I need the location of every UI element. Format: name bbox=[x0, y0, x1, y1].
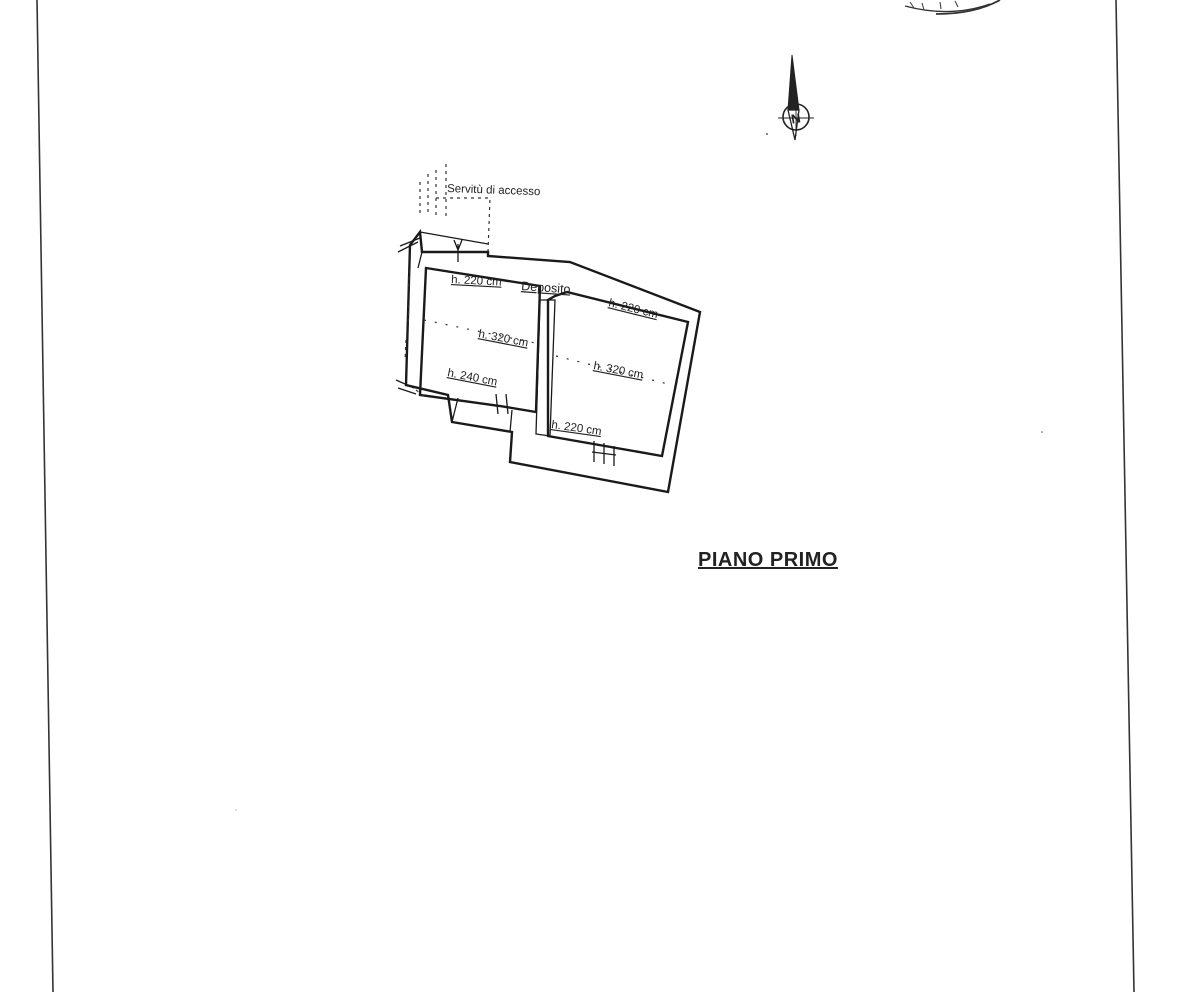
easement-area: Servitù di accesso bbox=[419, 164, 541, 253]
easement-note: Servitù di accesso bbox=[447, 183, 541, 198]
height-label: h. 220 cm bbox=[451, 274, 502, 289]
north-arrow-icon: N bbox=[766, 54, 814, 141]
north-label: N bbox=[790, 110, 802, 126]
height-label: h. 220 cm bbox=[607, 297, 659, 321]
stamp-fragment bbox=[904, 0, 1001, 15]
room-name: Deposito bbox=[521, 279, 571, 296]
sheet-border-right bbox=[1115, 0, 1135, 992]
height-label: h. 320 cm bbox=[477, 328, 529, 349]
scan-speck bbox=[235, 809, 237, 811]
floor-title: PIANO PRIMO bbox=[698, 549, 838, 571]
height-label: h. 220 cm bbox=[551, 419, 603, 438]
sheet-border-left bbox=[36, 0, 54, 992]
building-walls bbox=[395, 228, 702, 494]
height-label: h. 320 cm bbox=[592, 360, 644, 381]
scan-speck bbox=[1041, 431, 1043, 433]
height-label: h. 240 cm bbox=[446, 367, 498, 388]
